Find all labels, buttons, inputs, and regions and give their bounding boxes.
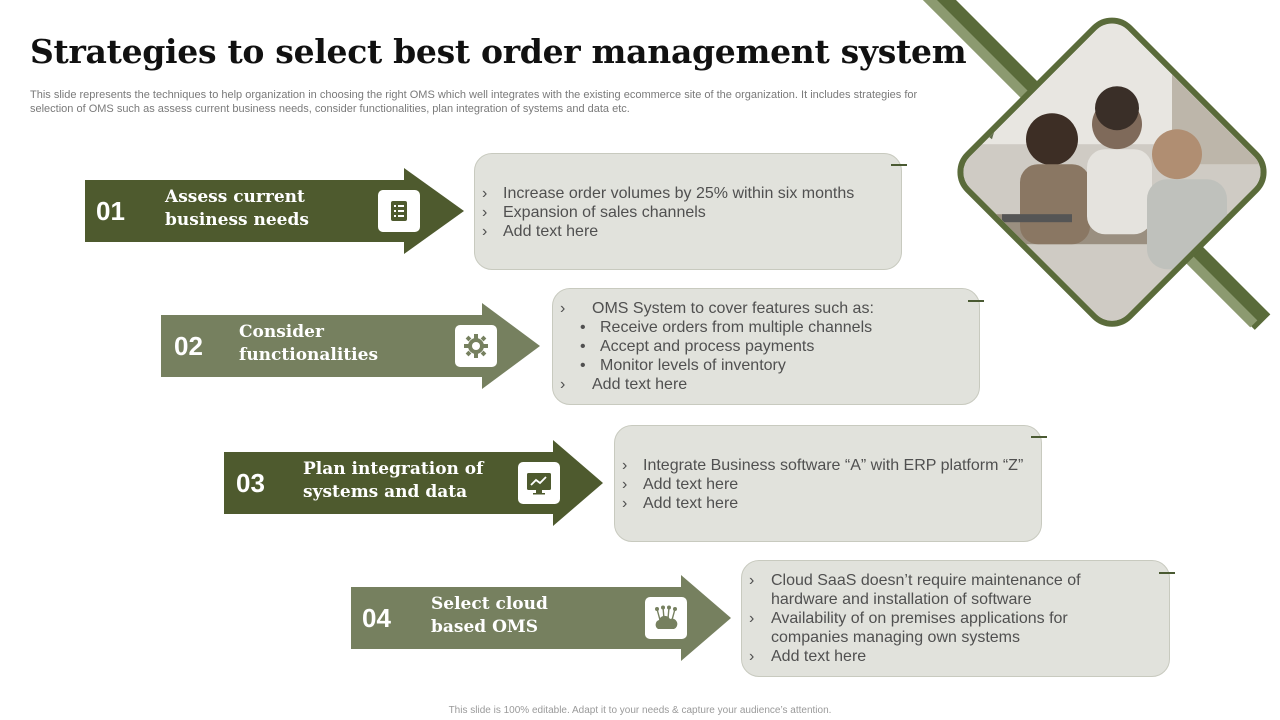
step-icon-box [645, 597, 687, 639]
step-icon-box [455, 325, 497, 367]
list-item: › Add text here [622, 475, 1041, 494]
list-item: › Cloud SaaS doesn’t require maintenance … [749, 571, 1169, 590]
bullet-marker: • [580, 357, 586, 374]
point-text: Monitor levels of inventory [600, 357, 786, 374]
slide-title: Strategies to select best order manageme… [30, 32, 967, 71]
list-item: • Monitor levels of inventory [560, 356, 979, 375]
gear-icon [464, 334, 488, 358]
point-text: Availability of on premises applications… [771, 610, 1068, 627]
bullet-marker: › [482, 223, 488, 240]
point-text: Increase order volumes by 25% within six… [503, 185, 855, 202]
point-text: Receive orders from multiple channels [600, 319, 873, 336]
step-number: 04 [362, 603, 391, 633]
point-text: Add text here [643, 476, 739, 493]
point-text: Expansion of sales channels [503, 204, 706, 221]
step-icon-box [378, 190, 420, 232]
point-text: Add text here [771, 648, 867, 665]
point-text: OMS System to cover features such as: [592, 300, 874, 317]
card-dash [1031, 436, 1047, 438]
point-text: Add text here [643, 495, 739, 512]
bullet-marker: › [749, 572, 755, 589]
bullet-marker: › [560, 376, 566, 393]
list-item: companies managing own systems [749, 628, 1169, 647]
list-item: › Add text here [622, 494, 1041, 513]
step-number: 01 [96, 196, 125, 226]
point-text: Add text here [592, 376, 688, 393]
point-text: Add text here [503, 223, 599, 240]
card-dash [968, 300, 984, 302]
step-icon-box [518, 462, 560, 504]
step-label: Assess current business needs [165, 187, 309, 230]
card-dash [1159, 572, 1175, 574]
point-text: companies managing own systems [771, 629, 1021, 646]
bullet-marker: • [580, 338, 586, 355]
point-text: Integrate Business software “A” with ERP… [643, 457, 1024, 474]
bullet-marker: › [560, 300, 566, 317]
list-item: › Integrate Business software “A” with ER… [622, 456, 1041, 475]
cloud-network-icon [655, 605, 678, 629]
step-label: Plan integration of systems and data [303, 459, 484, 502]
bullet-marker: › [622, 476, 628, 493]
list-item: › OMS System to cover features such as: [560, 299, 979, 318]
step-number: 03 [236, 468, 265, 498]
bullet-marker: › [622, 457, 628, 474]
bullet-marker: • [580, 319, 586, 336]
point-text: Cloud SaaS doesn’t require maintenance o… [771, 572, 1081, 589]
list-item: hardware and installation of software [749, 590, 1169, 609]
step-number: 02 [174, 331, 203, 361]
list-item: › Increase order volumes by 25% within si… [482, 184, 901, 203]
step-04-arrow: 04 Select cloud based OMS [351, 575, 731, 661]
step-01-card: › Increase order volumes by 25% within si… [474, 153, 902, 270]
step-02-card: › OMS System to cover features such as: •… [552, 288, 980, 405]
point-text: Accept and process payments [600, 338, 815, 355]
slide-footer: This slide is 100% editable. Adapt it to… [448, 705, 832, 716]
bullet-marker: › [749, 648, 755, 665]
chart-monitor-icon [527, 473, 551, 495]
list-item: › Add text here [482, 222, 901, 241]
bullet-marker: › [482, 204, 488, 221]
point-text: hardware and installation of software [771, 591, 1032, 608]
list-item: • Receive orders from multiple channels [560, 318, 979, 337]
bullet-marker: › [749, 610, 755, 627]
step-label: Consider functionalities [239, 322, 379, 365]
slide-subtitle: This slide represents the techniques to … [30, 89, 918, 115]
list-item: • Accept and process payments [560, 337, 979, 356]
step-02-arrow: 02 Consider functionalities [161, 303, 541, 389]
card-dash [891, 164, 907, 166]
bullet-marker: › [482, 185, 488, 202]
list-item: › Expansion of sales channels [482, 203, 901, 222]
step-03-card: › Integrate Business software “A” with ER… [614, 425, 1042, 542]
checklist-icon [391, 201, 407, 221]
list-item: › Add text here [749, 647, 1169, 666]
step-label: Select cloud based OMS [431, 594, 548, 637]
step-04-card: › Cloud SaaS doesn’t require maintenance … [741, 560, 1170, 677]
list-item: › Add text here [560, 375, 979, 394]
step-01-arrow: 01 Assess current business needs [85, 168, 465, 254]
list-item: › Availability of on premises application… [749, 609, 1169, 628]
step-03-arrow: 03 Plan integration of systems and data [224, 440, 604, 526]
bullet-marker: › [622, 495, 628, 512]
